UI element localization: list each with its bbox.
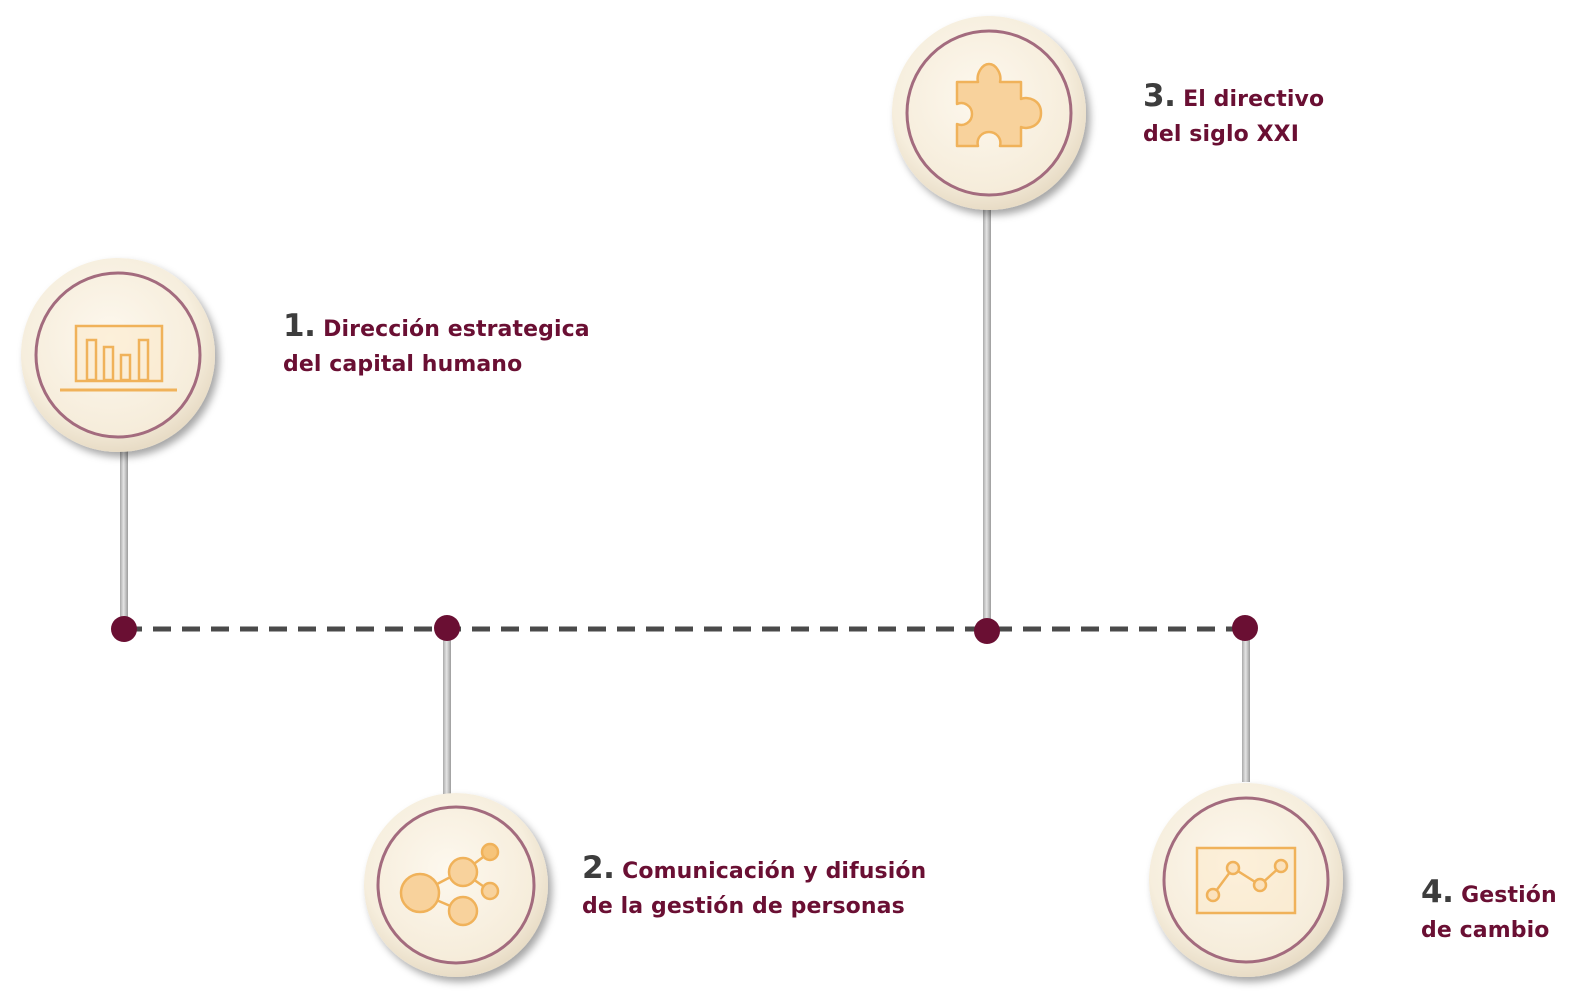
- step-2-disc: [364, 793, 548, 977]
- step-1-label: 1. Dirección estrategica del capital hum…: [283, 309, 590, 382]
- step-2-number: 2.: [582, 850, 615, 886]
- step-2-label: 2. Comunicación y difusión de la gestión…: [582, 851, 926, 924]
- line-chart-icon: [1195, 846, 1297, 915]
- timeline-node-2: [434, 615, 460, 641]
- stem-2: [443, 630, 451, 802]
- step-1-disc: [21, 258, 215, 452]
- step-2-title-line1: Comunicación y difusión: [622, 859, 927, 884]
- step-4-title-line2: de cambio: [1421, 918, 1550, 943]
- step-4-number: 4.: [1421, 874, 1454, 910]
- step-3-title-line2: del siglo XXI: [1143, 122, 1299, 147]
- puzzle-piece-icon: [955, 62, 1043, 148]
- step-4-disc: [1149, 783, 1343, 977]
- step-3-disc: [892, 16, 1086, 210]
- step-3-label: 3. El directivo del siglo XXI: [1143, 79, 1324, 152]
- timeline-node-1: [111, 616, 137, 642]
- stem-4: [1242, 630, 1250, 782]
- step-3-title-line1: El directivo: [1183, 87, 1325, 112]
- timeline-node-3: [974, 618, 1000, 644]
- bar-chart-icon: [60, 324, 177, 392]
- step-1-number: 1.: [283, 308, 316, 344]
- step-1-title-line2: del capital humano: [283, 352, 523, 377]
- stem-1: [120, 440, 128, 628]
- stem-3: [983, 190, 991, 630]
- step-3-number: 3.: [1143, 78, 1176, 114]
- step-4-title-line1: Gestión: [1461, 883, 1557, 908]
- step-2-title-line2: de la gestión de personas: [582, 894, 905, 919]
- network-nodes-icon: [399, 842, 500, 927]
- step-1-title-line1: Dirección estrategica: [323, 317, 590, 342]
- step-4-label: 4. Gestión de cambio: [1421, 875, 1557, 948]
- timeline-node-4: [1232, 615, 1258, 641]
